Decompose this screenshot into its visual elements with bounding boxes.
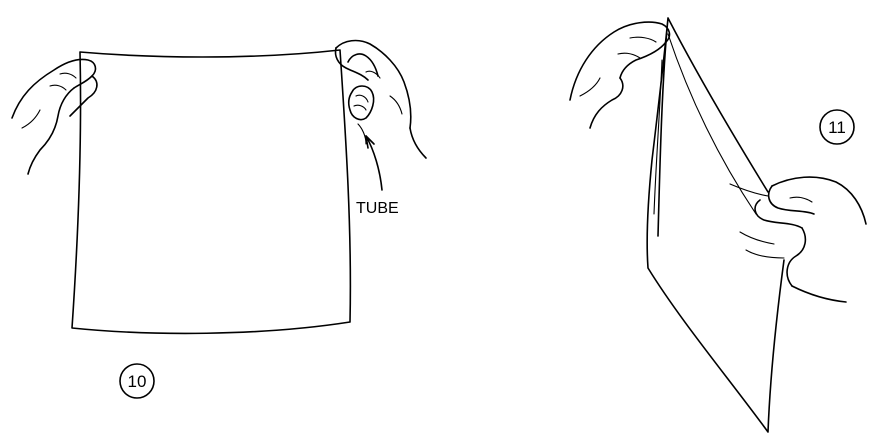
left-hand — [12, 59, 97, 174]
step-number-10-text: 10 — [128, 372, 147, 391]
right-hand — [335, 41, 426, 158]
silk-square — [72, 50, 350, 333]
tube-callout: TUBE — [356, 136, 399, 217]
upper-hand — [570, 22, 669, 128]
tube — [349, 86, 374, 120]
step-number-11: 11 — [820, 110, 854, 144]
step-number-10: 10 — [120, 364, 154, 398]
figure-11: 11 — [570, 18, 866, 432]
lower-hand — [730, 177, 866, 302]
silk-hanging — [647, 18, 784, 432]
figure-10: TUBE 10 — [12, 41, 426, 398]
step-number-11-text: 11 — [828, 118, 846, 137]
tube-label: TUBE — [356, 200, 399, 217]
